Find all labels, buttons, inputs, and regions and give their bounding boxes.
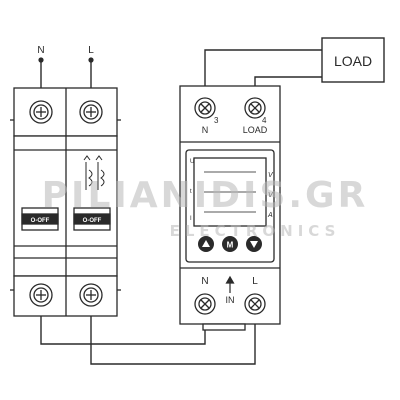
meter-rail-clip xyxy=(202,323,246,331)
meter-l-bottom-label: L xyxy=(252,276,258,287)
meter-display-left-1: U xyxy=(190,159,194,165)
meter-n-bottom-label: N xyxy=(201,276,208,287)
meter-button-down[interactable] xyxy=(246,236,262,252)
breaker-screw-l-top xyxy=(79,100,103,124)
watermark-sub: ELECTRONICS xyxy=(170,222,341,240)
wire-meter-n-to-load xyxy=(204,49,322,98)
meter-screw-4 xyxy=(244,97,266,119)
meter-screw-l-in xyxy=(244,293,266,315)
meter-screw-3 xyxy=(194,97,216,119)
meter-display-segments xyxy=(204,171,256,213)
input-l-dot xyxy=(88,57,94,63)
load-box: LOAD xyxy=(321,37,385,83)
arrow-up-icon xyxy=(225,275,235,293)
meter-display-right-2: V xyxy=(268,192,274,199)
meter-button-m[interactable] xyxy=(222,236,238,252)
meter-screw-n-in xyxy=(194,293,216,315)
meter-n-top-label: N xyxy=(202,125,209,135)
meter-display-left-2: t xyxy=(190,189,192,195)
wire-breaker-l-to-meter-l xyxy=(90,305,256,365)
meter-terminal-3-number: 3 xyxy=(214,116,219,125)
input-n-label: N xyxy=(37,45,44,56)
meter-button-up[interactable] xyxy=(198,236,214,252)
breaker-switch-left xyxy=(21,207,59,231)
breaker-switch-left-label: O-OFF xyxy=(31,218,50,224)
breaker-screw-n-bottom xyxy=(29,283,53,307)
watermark-main: PILIANIDIS.GR xyxy=(42,175,369,216)
load-box-label: LOAD xyxy=(334,53,372,69)
meter-terminal-4-number: 4 xyxy=(262,116,267,125)
breaker-screw-n-top xyxy=(29,100,53,124)
input-l-label: L xyxy=(88,45,94,56)
meter-display-left-3: I xyxy=(190,216,192,222)
input-n-dot xyxy=(38,57,44,63)
breaker-switch-right-label: O-OFF xyxy=(83,218,102,224)
meter-display-right-1: V xyxy=(268,172,274,179)
breaker-screw-l-bottom xyxy=(79,283,103,307)
meter-load-top-label: LOAD xyxy=(243,125,268,135)
meter-button-m-label: M xyxy=(227,241,234,250)
meter-buttons xyxy=(198,236,262,252)
meter-display-right-3: A xyxy=(267,212,273,219)
circuit-breaker xyxy=(10,87,121,317)
breaker-switch-right xyxy=(73,207,111,231)
meter-in-label: IN xyxy=(226,295,235,305)
breaker-symbol-icon xyxy=(83,155,105,190)
